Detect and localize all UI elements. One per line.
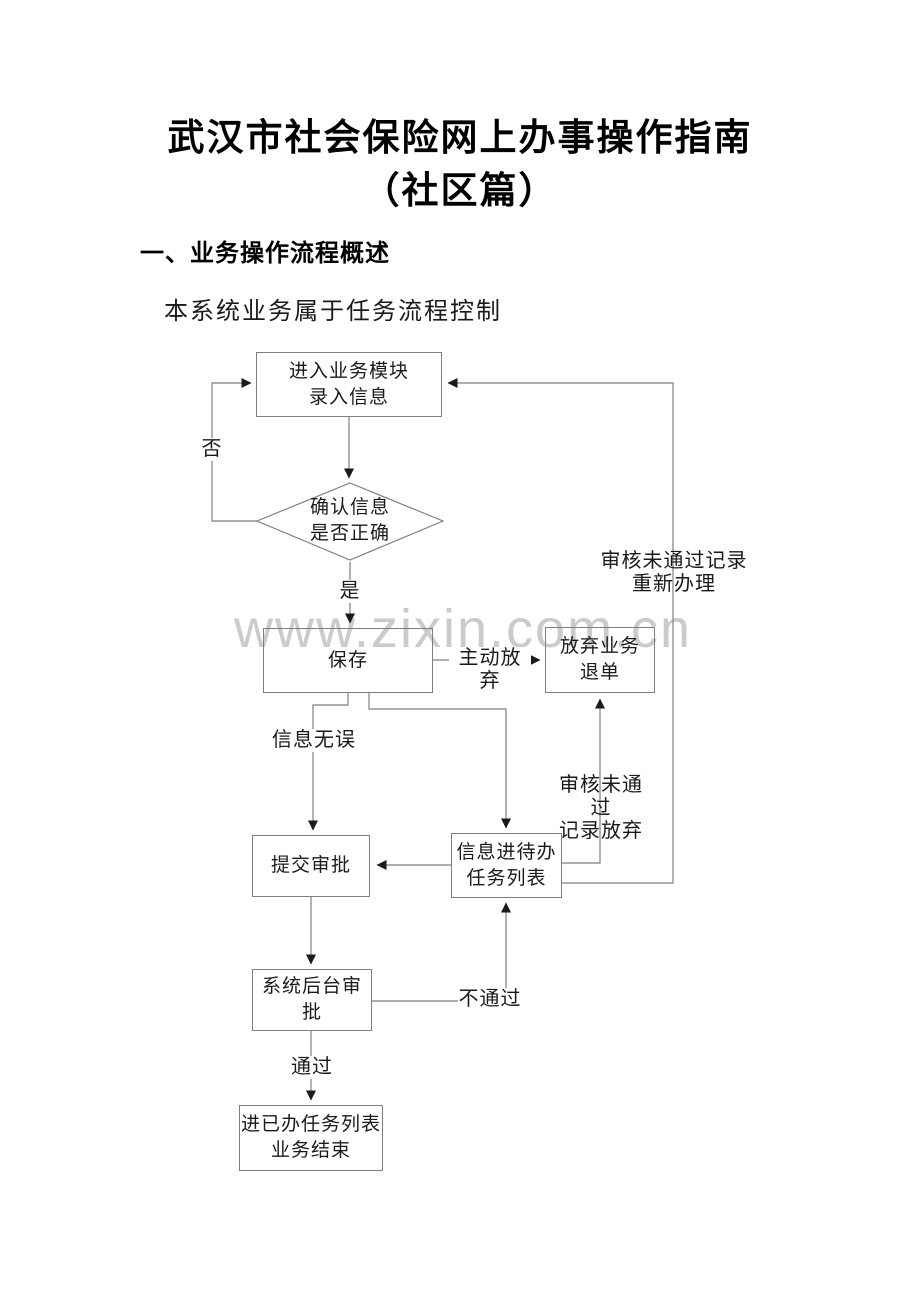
edge-label-no: 否 <box>197 438 227 461</box>
node-submit-approval: 提交审批 <box>252 835 370 897</box>
section-heading: 一、业务操作流程概述 <box>140 241 390 267</box>
node-done-list: 进已办任务列表 业务结束 <box>239 1105 383 1171</box>
edge-label-not-pass: 不通过 <box>458 988 522 1011</box>
node-confirm-info: 确认信息 是否正确 <box>309 497 390 544</box>
edge-label-audit-fail-abandon: 审核未通过 记录放弃 <box>559 774 643 842</box>
intro-text: 本系统业务属于任务流程控制 <box>164 299 502 325</box>
node-backend-approval: 系统后台审批 <box>252 969 372 1031</box>
edge-save-to-submit <box>308 693 349 831</box>
edge-label-voluntary-abandon: 主动放弃 <box>449 647 531 693</box>
page-title-line1: 武汉市社会保险网上办事操作指南 <box>167 118 753 159</box>
edge-label-info-correct: 信息无误 <box>271 729 357 752</box>
node-enter-module: 进入业务模块 录入信息 <box>256 352 442 417</box>
node-todo-list: 信息进待办 任务列表 <box>451 833 562 898</box>
edge-label-audit-fail-redo: 审核未通过记录 重新办理 <box>600 550 748 595</box>
edge-backend-to-todo <box>372 902 511 1002</box>
node-save: 保存 <box>263 628 433 693</box>
page-title-line2: （社区篇） <box>362 171 558 212</box>
edge-label-pass: 通过 <box>288 1056 336 1079</box>
edge-save-to-todo <box>368 693 511 829</box>
edge-label-yes: 是 <box>335 580 365 603</box>
node-abandon-refund: 放弃业务 退单 <box>545 627 655 693</box>
